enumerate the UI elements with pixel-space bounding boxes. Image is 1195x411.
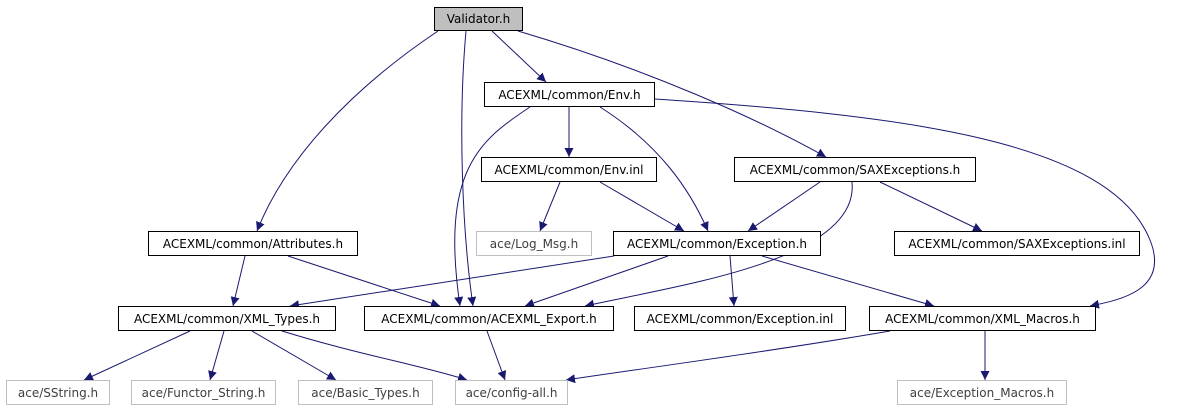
node-xml-macros-h[interactable]: ACEXML/common/XML_Macros.h — [869, 306, 1096, 331]
edge-env-inl-to-exception-h — [599, 181, 685, 232]
edge-xml-types-h-to-functor-string-h — [208, 330, 225, 381]
edge-env-h-to-acexml-export-h — [454, 106, 531, 307]
edge-env-h-to-xml-macros-h — [654, 98, 1156, 309]
edge-xml-macros-h-to-config-all-h — [565, 330, 891, 384]
edge-saxexceptions-h-to-exception-h — [747, 181, 821, 232]
edge-attributes-h-to-acexml-export-h — [287, 255, 441, 308]
edge-validator-to-acexml-export-h — [461, 30, 477, 307]
edges — [83, 30, 1156, 384]
edge-saxexceptions-h-to-acexml-export-h — [584, 181, 853, 309]
node-validator-h: Validator.h — [434, 7, 523, 31]
edge-attributes-h-to-xml-types-h — [230, 255, 246, 307]
node-exception-h[interactable]: ACEXML/common/Exception.h — [613, 231, 821, 256]
edge-xml-types-h-to-config-all-h — [281, 330, 468, 382]
edge-exception-h-to-exception-inl — [728, 255, 738, 307]
edge-saxexceptions-h-to-saxexceptions-inl — [879, 181, 983, 232]
node-functor-string-h: ace/Functor_String.h — [131, 380, 276, 405]
node-exception-macros-h: ace/Exception_Macros.h — [897, 380, 1067, 405]
node-sstring-h: ace/SString.h — [6, 380, 110, 405]
edge-acexml-export-h-to-config-all-h — [486, 330, 507, 381]
edge-xml-types-h-to-sstring-h — [83, 330, 191, 381]
edge-validator-to-saxexceptions-h — [517, 30, 827, 158]
node-env-h[interactable]: ACEXML/common/Env.h — [484, 82, 655, 107]
edge-env-h-to-exception-h — [599, 106, 709, 232]
edge-xml-types-h-to-basic-types-h — [251, 330, 337, 381]
node-exception-inl[interactable]: ACEXML/common/Exception.inl — [634, 306, 846, 331]
edge-exception-h-to-xml-macros-h — [761, 255, 935, 308]
edge-validator-to-env-h — [491, 30, 547, 83]
node-env-inl[interactable]: ACEXML/common/Env.inl — [481, 157, 657, 182]
node-saxexceptions-inl[interactable]: ACEXML/common/SAXExceptions.inl — [894, 231, 1140, 256]
edge-validator-to-attributes-h — [256, 30, 439, 232]
node-config-all-h: ace/config-all.h — [455, 380, 568, 405]
node-xml-types-h[interactable]: ACEXML/common/XML_Types.h — [118, 306, 336, 331]
node-saxexceptions-h[interactable]: ACEXML/common/SAXExceptions.h — [734, 157, 976, 182]
edge-exception-h-to-xml-types-h — [289, 255, 615, 310]
node-attributes-h[interactable]: ACEXML/common/Attributes.h — [148, 231, 358, 256]
node-basic-types-h: ace/Basic_Types.h — [298, 380, 433, 405]
edge-exception-h-to-acexml-export-h — [524, 255, 669, 308]
edge-env-inl-to-log-msg-h — [539, 181, 561, 232]
node-log-msg-h: ace/Log_Msg.h — [476, 231, 592, 256]
node-acexml-export-h[interactable]: ACEXML/common/ACEXML_Export.h — [364, 306, 614, 331]
